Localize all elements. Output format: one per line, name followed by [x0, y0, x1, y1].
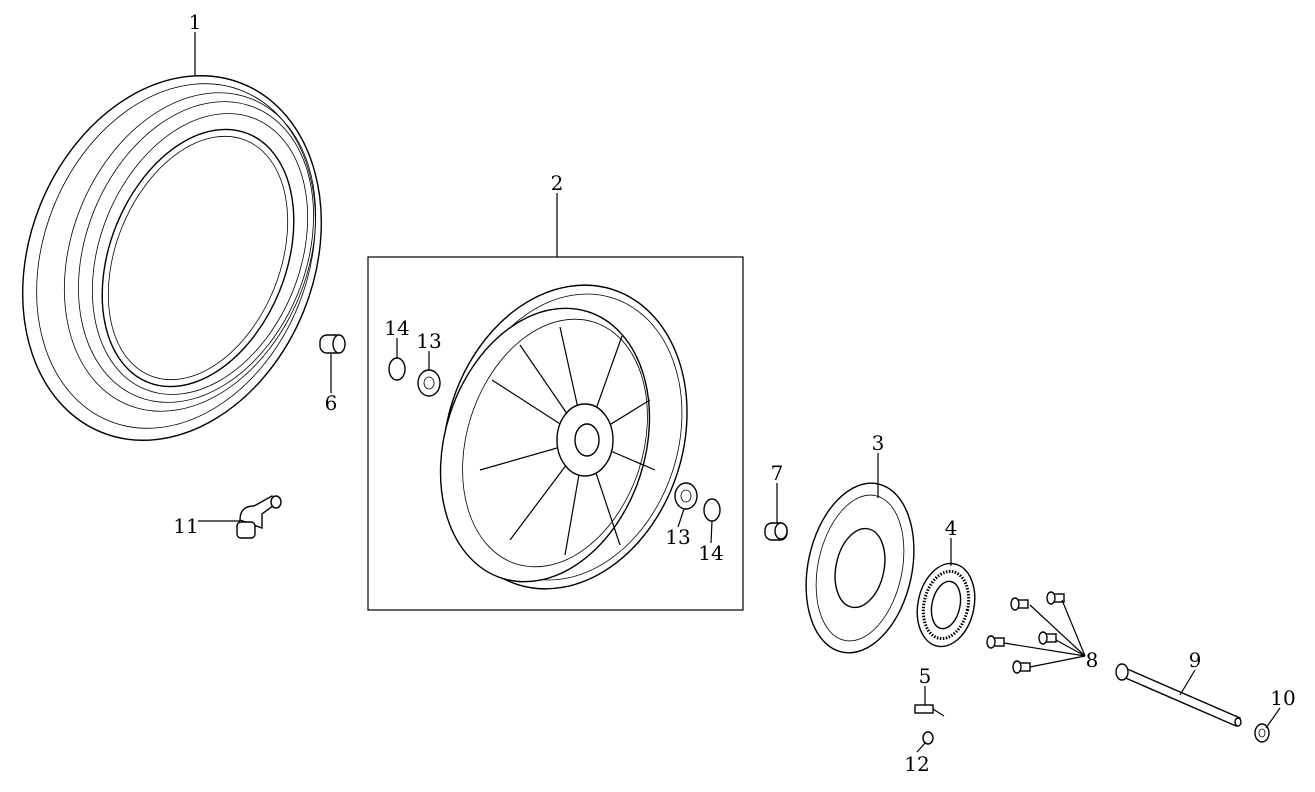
callout-2: 2	[551, 171, 564, 195]
callout-6: 6	[325, 391, 338, 415]
disc-bolts	[986, 591, 1065, 674]
bearing-left	[417, 369, 441, 397]
axle-nut	[1254, 723, 1270, 743]
callout-4: 4	[945, 516, 958, 540]
callout-11: 11	[173, 514, 198, 538]
small-bolt	[922, 731, 934, 745]
spacer-left	[319, 334, 346, 354]
callout-9: 9	[1189, 648, 1202, 672]
tire	[21, 75, 323, 441]
callout-8: 8	[1086, 648, 1099, 672]
callout-3: 3	[872, 431, 885, 455]
callout-1: 1	[189, 10, 202, 34]
callout-13-right: 13	[665, 525, 690, 549]
seal-right	[703, 498, 721, 522]
leader-lines	[194, 32, 1281, 753]
callout-14-right: 14	[698, 541, 723, 565]
callout-12: 12	[904, 752, 929, 776]
callout-5: 5	[919, 664, 932, 688]
spacer-right	[764, 522, 788, 541]
callout-14-left: 14	[384, 316, 409, 340]
callout-7: 7	[771, 461, 784, 485]
wheel	[439, 284, 688, 590]
wheel-assembly-box	[367, 256, 744, 611]
callout-13-left: 13	[416, 329, 441, 353]
sensor-screw	[914, 704, 945, 717]
axle	[1115, 663, 1242, 727]
bearing-right	[674, 482, 698, 510]
callout-10: 10	[1270, 686, 1295, 710]
valve	[236, 495, 282, 539]
abs-ring	[916, 562, 976, 648]
brake-disc	[805, 482, 915, 654]
seal-left	[388, 357, 406, 381]
